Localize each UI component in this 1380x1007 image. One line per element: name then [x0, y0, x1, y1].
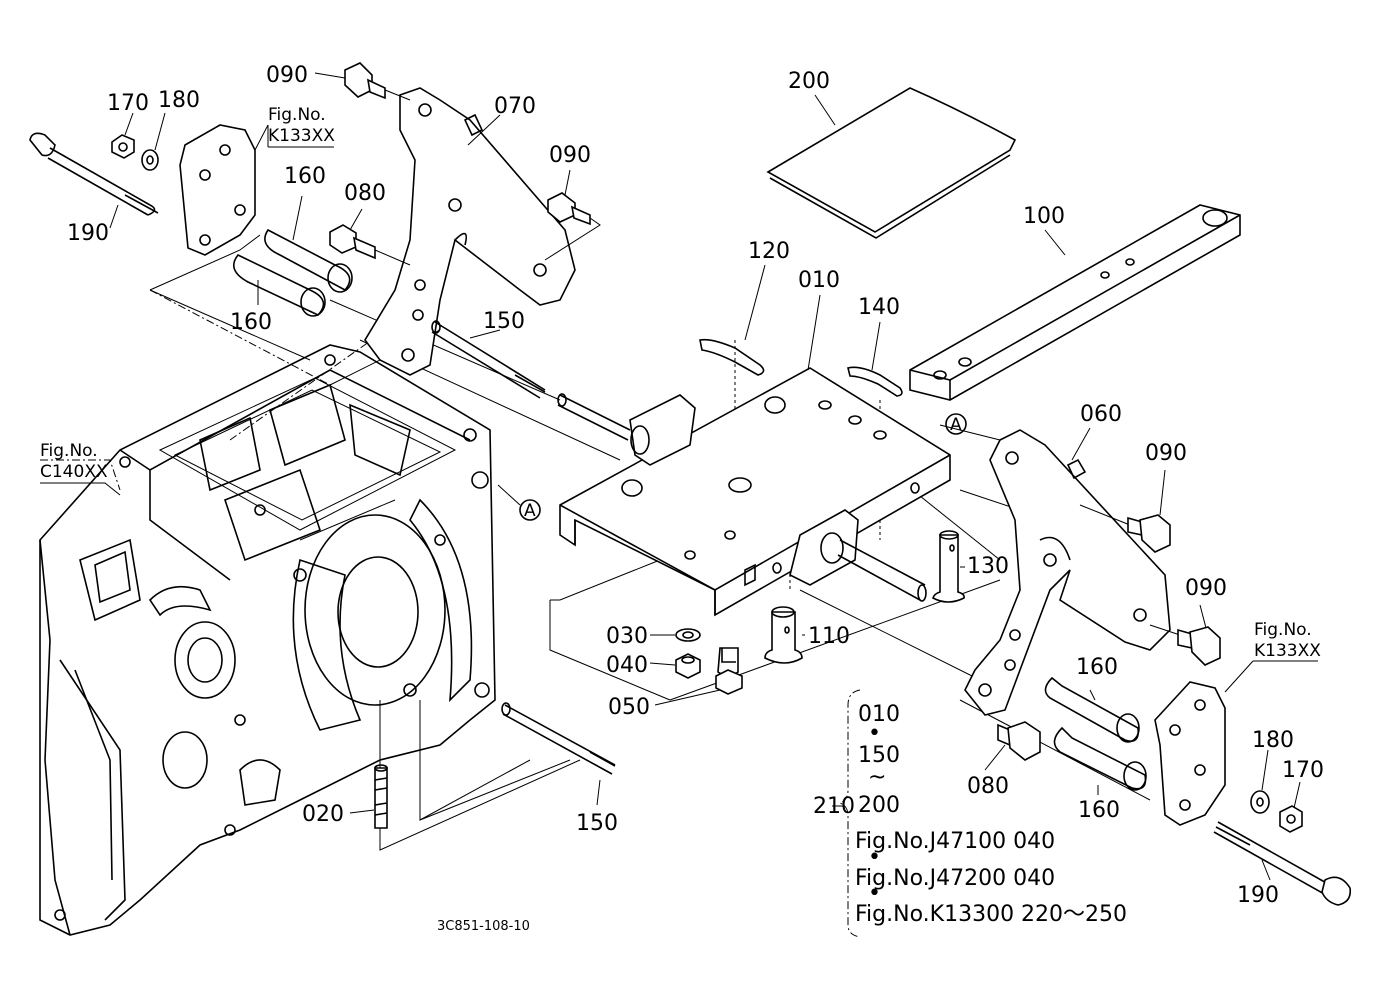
spacer-160-lower [232, 254, 326, 317]
label-160-left: 160 [230, 310, 272, 335]
label-200: 200 [788, 69, 830, 94]
bracket-k133-left [179, 124, 256, 256]
fig-ref-k133-right-line1: Fig.No. [1254, 620, 1312, 640]
marker-a-left-text: A [524, 501, 536, 521]
bolt-190-right [1213, 821, 1352, 906]
bolt-050 [715, 647, 743, 695]
label-090-right-2: 090 [1185, 576, 1227, 601]
label-160-right-2: 160 [1078, 798, 1120, 823]
set-dot-3: • [868, 881, 881, 906]
label-160-top: 160 [284, 164, 326, 189]
set-dot-2: • [868, 845, 881, 870]
marker-a-right: A [945, 413, 967, 435]
set-line-j47200: Fig.No.J47200 040 [855, 866, 1055, 891]
spacer-160-top [264, 228, 353, 293]
marker-a-right-text: A [950, 415, 962, 435]
lever-100 [909, 204, 1241, 401]
plate-010 [559, 367, 951, 617]
washer-180-left [141, 149, 159, 171]
drawing-code: 3C851-108-10 [437, 919, 530, 934]
bracket-070 [364, 87, 576, 376]
label-020: 020 [302, 802, 344, 827]
bracket-060 [964, 429, 1171, 716]
stud-020 [374, 764, 388, 829]
bolt-080-left [329, 224, 411, 266]
label-100: 100 [1023, 204, 1065, 229]
nut-170-right [1279, 805, 1303, 833]
pin-110 [764, 606, 803, 664]
label-150-bottom: 150 [576, 811, 618, 836]
bolt-090-right-1 [1079, 504, 1171, 553]
label-130: 130 [967, 554, 1009, 579]
label-070: 070 [494, 94, 536, 119]
label-180-right: 180 [1252, 728, 1294, 753]
bolt-090-top [344, 62, 411, 101]
fig-ref-k133-right-line2: K133XX [1254, 641, 1321, 661]
fig-ref-k133-left-line2: K133XX [268, 126, 335, 146]
nut-170-left [111, 134, 135, 159]
label-170-left: 170 [107, 91, 149, 116]
label-090-right-1: 090 [1145, 441, 1187, 466]
spacer-160-right-2 [1053, 726, 1147, 791]
label-050: 050 [608, 695, 650, 720]
shaft-left [557, 393, 696, 466]
fig-ref-c140: Fig.No. C140XX [40, 441, 108, 482]
label-080-left: 080 [344, 181, 386, 206]
set-tilde: ~ [868, 765, 886, 790]
set-line-150: 150 [858, 743, 900, 768]
snap-pin-120 [699, 338, 765, 376]
fig-ref-c140-line1: Fig.No. [40, 441, 98, 461]
bolt-190-left [29, 132, 159, 216]
set-line-k13300: Fig.No.K13300 220～250 [855, 902, 1127, 927]
part-labels: 090 170 180 190 160 080 160 070 090 200 … [67, 63, 1324, 908]
washer-180-right [1250, 790, 1270, 814]
label-120: 120 [748, 239, 790, 264]
label-150-top: 150 [483, 309, 525, 334]
snap-pin-140 [847, 366, 903, 397]
label-010: 010 [798, 268, 840, 293]
label-170-right: 170 [1282, 758, 1324, 783]
set-line-j47100: Fig.No.J47100 040 [855, 829, 1055, 854]
stud-150-bottom [501, 702, 616, 775]
bolt-090-right-2 [1149, 624, 1221, 666]
sheet-200 [766, 87, 1017, 239]
washer-030 [675, 628, 701, 642]
marker-a-left: A [519, 499, 541, 521]
label-140: 140 [858, 295, 900, 320]
shaft-right [789, 509, 927, 602]
bolt-080-right [997, 721, 1041, 761]
label-180-left: 180 [158, 88, 200, 113]
fig-ref-c140-line2: C140XX [40, 462, 108, 482]
label-080-right: 080 [967, 774, 1009, 799]
pin-130 [932, 530, 965, 603]
set-line-200: 200 [858, 793, 900, 818]
label-030: 030 [606, 624, 648, 649]
set-line-010: 010 [858, 702, 900, 727]
leader-lines [40, 72, 1318, 881]
fig-ref-k133-left-line1: Fig.No. [268, 105, 326, 125]
stud-150-top [431, 320, 546, 399]
transmission-case [39, 344, 496, 936]
set-block-210: 210 010 • 150 ~ 200 Fig.No.J47100 040 • … [813, 689, 1127, 938]
label-190-right: 190 [1237, 883, 1279, 908]
label-090-top: 090 [266, 63, 308, 88]
label-040: 040 [606, 653, 648, 678]
label-110: 110 [808, 624, 850, 649]
spacer-160-right-1 [1044, 676, 1140, 743]
label-160-right-1: 160 [1076, 655, 1118, 680]
nut-040 [675, 653, 701, 679]
fig-ref-k133-right: Fig.No. K133XX [1254, 620, 1321, 661]
set-dot-1: • [868, 721, 881, 746]
bracket-k133-right [1154, 681, 1226, 826]
label-060: 060 [1080, 402, 1122, 427]
label-190-left: 190 [67, 221, 109, 246]
bolt-090-mid [544, 192, 601, 261]
fig-ref-k133-left: Fig.No. K133XX [268, 105, 335, 146]
label-090-mid: 090 [549, 143, 591, 168]
